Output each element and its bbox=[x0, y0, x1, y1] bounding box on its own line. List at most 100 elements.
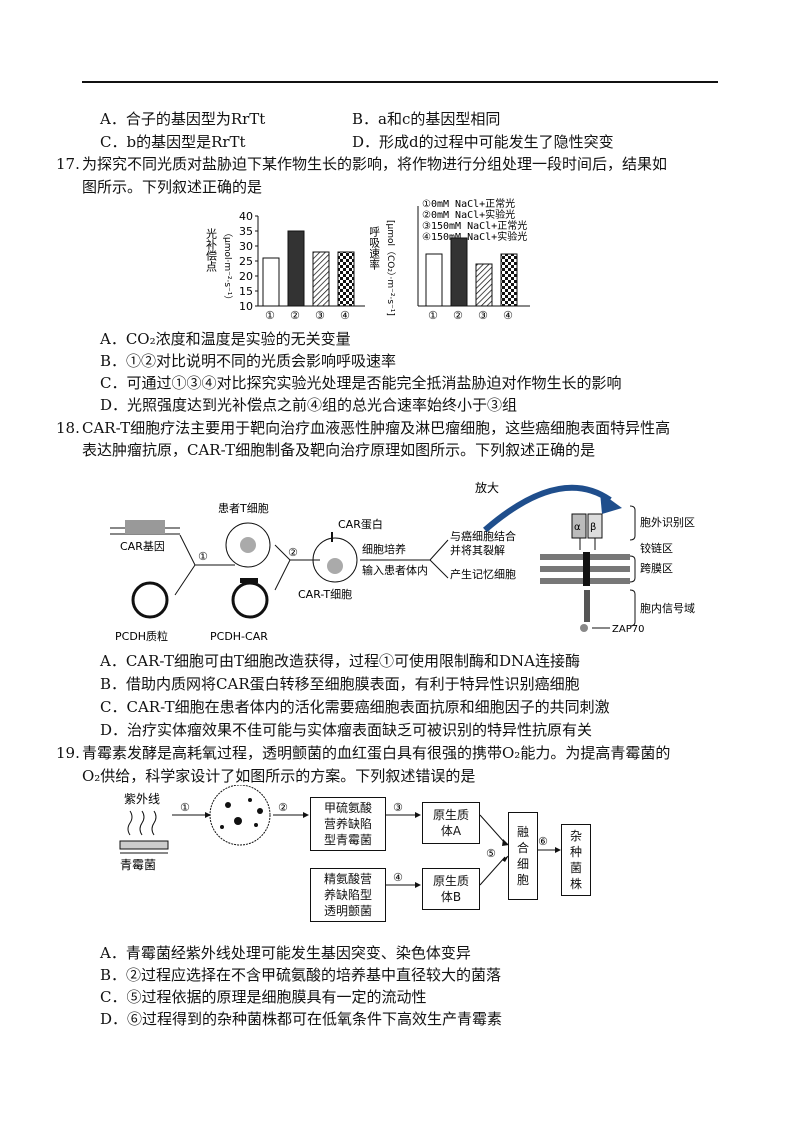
q17-stem-1: 为探究不同光质对盐胁迫下某作物生长的影响，将作物进行分组处理一段时间后，结果如 bbox=[82, 155, 668, 173]
enlarge-label: 放大 bbox=[475, 480, 499, 495]
intra-label: 胞内信号域 bbox=[640, 601, 695, 615]
right-ylabel-b: [μmol（CO₂）·m⁻²·s⁻¹] bbox=[385, 220, 396, 316]
bar-4 bbox=[337, 251, 355, 307]
bar-4 bbox=[500, 253, 518, 307]
lyse-label: 并将其裂解 bbox=[450, 543, 505, 557]
memory-label: 产生记忆细胞 bbox=[450, 567, 516, 581]
step-2: ② bbox=[278, 801, 288, 814]
colonies-icon bbox=[220, 798, 263, 829]
step-6: ⑥ bbox=[538, 835, 548, 848]
step-3: ③ bbox=[393, 801, 403, 814]
beta-label: β bbox=[590, 522, 596, 533]
y-tick-label: 40 bbox=[239, 210, 253, 223]
q18-stem-1: CAR-T细胞疗法主要用于靶向治疗血液恶性肿瘤及淋巴瘤细胞，这些癌细胞表面特异性… bbox=[82, 419, 671, 437]
q16-option-c: C．b的基因型是RrTt bbox=[100, 133, 246, 151]
car-protein-label: CAR蛋白 bbox=[338, 517, 383, 531]
legend-3: ③150mM NaCl+正常光 bbox=[422, 219, 527, 232]
bar-2 bbox=[287, 230, 305, 307]
step-1: ① bbox=[180, 801, 190, 814]
bar-1 bbox=[262, 257, 280, 307]
category-label-1: ① bbox=[265, 309, 275, 322]
box-protoplast-a-text: 原生质体A bbox=[432, 808, 469, 838]
membrane-icon bbox=[540, 552, 630, 586]
legend-2: ②0mM NaCl+实验光 bbox=[422, 208, 515, 221]
q17-option-d: D．光照强度达到光补偿点之前④组的总光合速率始终小于③组 bbox=[100, 396, 518, 414]
car-t-cell-icon bbox=[312, 537, 358, 583]
bind-label: 与癌细胞结合 bbox=[450, 529, 516, 543]
box-hybrid-strain-text: 杂种菌株 bbox=[569, 829, 582, 891]
q17-option-b: B．①②对比说明不同的光质会影响呼吸速率 bbox=[100, 352, 397, 370]
category-label-4: ④ bbox=[340, 309, 350, 322]
pcdh-car-icon bbox=[231, 581, 269, 619]
category-label-3: ③ bbox=[478, 309, 488, 322]
box-met-penicillium: 甲硫氨酸营养缺陷型青霉菌 bbox=[310, 797, 386, 851]
patient-t-label: 患者T细胞 bbox=[218, 502, 269, 515]
petri-dish-icon bbox=[209, 785, 271, 846]
alpha-label: α bbox=[574, 522, 581, 533]
q17-option-c: C．可通过①③④对比探究实验光处理是否能完全抵消盐胁迫对作物生长的影响 bbox=[100, 374, 622, 392]
q18-number: 18. bbox=[56, 419, 80, 437]
car-t-label: CAR-T细胞 bbox=[298, 588, 352, 601]
q19-option-d: D．⑥过程得到的杂种菌株都可在低氧条件下高效生产青霉素 bbox=[100, 1010, 503, 1028]
q19-option-a: A．青霉菌经紫外线处理可能发生基因突变、染色体变异 bbox=[100, 944, 471, 962]
culture-label: 细胞培养 bbox=[362, 542, 406, 556]
tm-label: 跨膜区 bbox=[640, 562, 673, 575]
car-gene-icon bbox=[125, 520, 165, 534]
plasmid-icon bbox=[131, 581, 169, 619]
q17-option-a: A．CO₂浓度和温度是实验的无关变量 bbox=[100, 330, 351, 348]
box-arg-vitreoscilla-text: 精氨酸营养缺陷型透明颤菌 bbox=[323, 872, 372, 918]
q17-number: 17. bbox=[56, 155, 80, 173]
q18-option-c: C．CAR-T细胞在患者体内的活化需要癌细胞表面抗原和细胞因子的共同刺激 bbox=[100, 698, 610, 716]
q18-option-b: B．借助内质网将CAR蛋白转移至细胞膜表面，有利于特异性识别癌细胞 bbox=[100, 675, 580, 693]
q19-stem-2: O₂供给，科学家设计了如图所示的方案。下列叙述错误的是 bbox=[82, 767, 476, 785]
q19-fusion-diagram: 紫外线 青霉菌 ① ② ③ ④ ⑤ ⑥ bbox=[119, 785, 561, 888]
infuse-label: 输入患者体内 bbox=[362, 563, 428, 577]
step-1: ① bbox=[198, 550, 208, 563]
category-label-4: ④ bbox=[503, 309, 513, 322]
bar-1 bbox=[425, 253, 443, 307]
bar-2 bbox=[450, 237, 468, 307]
step-2: ② bbox=[288, 546, 298, 559]
q19-option-c: C．⑤过程依据的原理是细胞膜具有一定的流动性 bbox=[100, 988, 427, 1006]
box-protoplast-b: 原生质体B bbox=[422, 868, 480, 910]
q17-stem-2: 图所示。下列叙述正确的是 bbox=[82, 178, 263, 196]
box-protoplast-b-text: 原生质体B bbox=[432, 874, 469, 904]
box-hybrid-strain: 杂种菌株 bbox=[561, 824, 591, 896]
zap70-label: ZAP70 bbox=[612, 624, 644, 635]
left-ylabel-b: （μmol·m⁻²·s⁻¹） bbox=[222, 228, 233, 304]
y-tick-label: 20 bbox=[239, 270, 253, 283]
q16-option-d: D．形成d的过程中可能发生了隐性突变 bbox=[352, 133, 614, 151]
penicillium-label: 青霉菌 bbox=[120, 858, 156, 872]
category-label-2: ② bbox=[290, 309, 300, 322]
step-4: ④ bbox=[393, 871, 403, 884]
y-tick-label: 35 bbox=[239, 225, 253, 238]
extra-label: 胞外识别区 bbox=[640, 516, 695, 529]
q17-chart-respiration: 呼吸速率 [μmol（CO₂）·m⁻²·s⁻¹] ①0mM NaCl+正常光 ②… bbox=[370, 197, 530, 322]
q18-car-t-diagram: 放大 CAR基因 PCDH质粒 ① PCDH-CAR 患者T细胞 ② CAR蛋白… bbox=[110, 480, 695, 643]
step-5: ⑤ bbox=[486, 847, 496, 860]
q18-stem-2: 表达肿瘤抗原，CAR-T细胞制备及靶向治疗原理如图所示。下列叙述正确的是 bbox=[82, 441, 596, 459]
y-tick-label: 10 bbox=[239, 300, 253, 313]
category-label-1: ① bbox=[428, 309, 438, 322]
hinge-label: 铰链区 bbox=[640, 541, 673, 555]
t-cell-icon bbox=[225, 522, 271, 568]
q16-option-b: B．a和c的基因型相同 bbox=[352, 110, 501, 128]
pcdh-car-label: PCDH-CAR bbox=[210, 630, 268, 643]
box-arg-vitreoscilla: 精氨酸营养缺陷型透明颤菌 bbox=[310, 868, 386, 922]
y-tick-label: 25 bbox=[239, 255, 253, 268]
y-tick-label: 30 bbox=[239, 240, 253, 253]
q16-option-a: A．合子的基因型为RrTt bbox=[100, 110, 266, 128]
uv-label: 紫外线 bbox=[124, 792, 160, 806]
q19-stem-1: 青霉素发酵是高耗氧过程，透明颤菌的血红蛋白具有很强的携带O₂能力。为提高青霉菌的 bbox=[82, 744, 671, 762]
category-label-3: ③ bbox=[315, 309, 325, 322]
box-fused-cell: 融合细胞 bbox=[508, 812, 538, 900]
q19-number: 19. bbox=[56, 744, 80, 762]
category-label-2: ② bbox=[453, 309, 463, 322]
q19-option-b: B．②过程应选择在不含甲硫氨酸的培养基中直径较大的菌落 bbox=[100, 966, 502, 984]
box-met-penicillium-text: 甲硫氨酸营养缺陷型青霉菌 bbox=[323, 801, 372, 847]
legend-4: ④150mM NaCl+实验光 bbox=[422, 230, 527, 243]
q18-option-a: A．CAR-T细胞可由T细胞改造获得，过程①可使用限制酶和DNA连接酶 bbox=[100, 652, 580, 670]
bar-3 bbox=[475, 263, 493, 307]
legend-1: ①0mM NaCl+正常光 bbox=[422, 197, 515, 210]
